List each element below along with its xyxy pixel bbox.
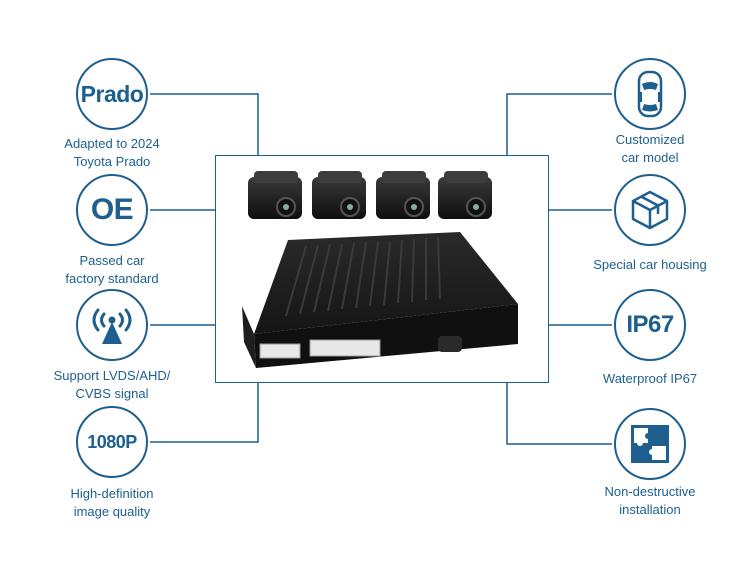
caption-line: installation [619,502,681,517]
caption-line: Passed car [79,253,145,268]
car-model-circle [614,58,686,130]
oe-text: OE [90,193,134,226]
ip67-text: IP67 [626,311,674,338]
caption-line: factory standard [65,271,159,286]
caption-line: Waterproof IP67 [602,371,698,386]
car-top-view-icon [637,70,663,118]
signal-circle [76,289,148,361]
camera-unit-1 [248,171,302,219]
connector-installation [506,383,612,445]
oe-caption: Passed car factory standard [22,252,202,288]
caption-line: Toyota Prado [73,154,151,169]
camera-unit-4 [438,171,492,219]
caption-line: image quality [73,504,151,519]
oe-circle: OE [76,174,148,246]
hd-caption: High-definition image quality [22,485,202,521]
caption-line: Support LVDS/AHD/ [53,368,171,383]
prado-circle: Prado [76,58,148,130]
prado-caption: Adapted to 2024 Toyota Prado [22,135,202,171]
connector-1080p [150,383,259,443]
caption-line: Adapted to 2024 [64,136,160,151]
hd-circle: 1080P [76,406,148,478]
caption-line: Special car housing [593,257,707,272]
connector-prado [150,93,259,155]
hd-text: 1080P [87,431,137,452]
connector-car-model [506,93,612,155]
prado-text: Prado [80,80,144,107]
ip67-caption: Waterproof IP67 [560,370,740,388]
installation-caption: Non-destructive installation [560,483,740,519]
signal-tower-icon [92,308,132,344]
housing-circle [614,174,686,246]
camera-unit-2 [312,171,366,219]
caption-line: High-definition [70,486,154,501]
camera-unit-3 [376,171,430,219]
ip67-circle: IP67 [614,289,686,361]
car-model-caption: Customized car model [560,131,740,167]
housing-caption: Special car housing [560,256,740,274]
puzzle-icon [631,425,669,463]
control-box [242,232,518,368]
caption-line: car model [621,150,679,165]
caption-line: Non-destructive [604,484,696,499]
caption-line: Customized [615,132,685,147]
cube-icon [631,190,669,230]
installation-circle [614,408,686,480]
product-image [215,155,549,383]
caption-line: CVBS signal [75,386,149,401]
signal-caption: Support LVDS/AHD/ CVBS signal [22,367,202,403]
